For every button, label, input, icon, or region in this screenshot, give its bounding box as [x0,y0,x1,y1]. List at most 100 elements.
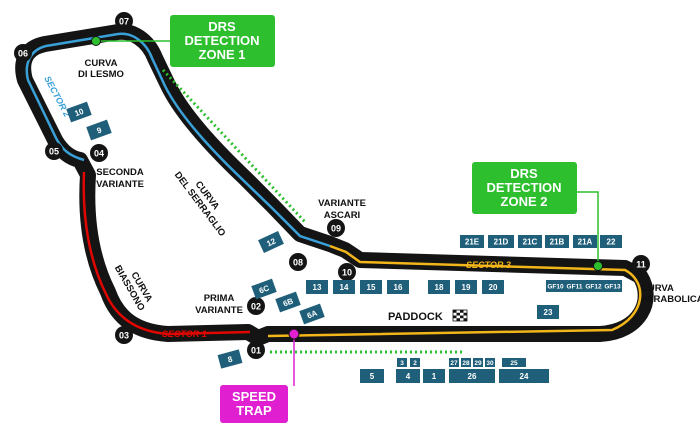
stand-6b[interactable]: 6B [275,291,301,313]
svg-text:28: 28 [462,360,470,367]
stand-5[interactable]: 5 [360,369,384,383]
svg-text:8: 8 [227,354,234,364]
corner-markers: 01 02 03 04 05 06 07 08 09 10 11 [14,12,650,359]
stand-gf13[interactable]: GF13 [603,280,622,292]
svg-text:10: 10 [342,268,352,278]
svg-text:6A: 6A [306,308,319,320]
stand-14[interactable]: 14 [333,280,355,294]
stand-24[interactable]: 24 [499,369,549,383]
svg-text:6B: 6B [282,296,295,308]
grandstands: 10 9 12 21E 21D 21C 21B 21A 22 13 14 15 … [66,101,622,383]
stand-8[interactable]: 8 [217,349,243,369]
stand-21b[interactable]: 21B [545,235,569,248]
svg-text:1: 1 [432,372,437,381]
stand-6c[interactable]: 6C [251,278,277,300]
chequered-flag-icon [452,309,468,322]
stand-gf12[interactable]: GF12 [584,280,603,292]
label-seconda-1: SECONDA [96,167,144,178]
svg-text:5: 5 [370,372,375,381]
svg-text:3: 3 [400,360,404,367]
svg-text:29: 29 [474,360,482,367]
stand-16[interactable]: 16 [387,280,409,294]
svg-text:01: 01 [251,346,261,356]
label-ascari-2: ASCARI [324,210,360,221]
corner-11: 11 [632,255,650,273]
svg-text:02: 02 [251,302,261,312]
label-parabolica-1: CURVA [641,283,674,294]
corner-06: 06 [14,44,32,62]
svg-text:SPEED: SPEED [232,389,276,404]
svg-text:GF13: GF13 [604,284,621,291]
svg-text:19: 19 [462,283,471,292]
stand-13[interactable]: 13 [306,280,328,294]
svg-text:10: 10 [73,107,85,119]
svg-text:18: 18 [435,283,444,292]
label-prima-2: VARIANTE [195,305,243,316]
label-parabolica-2: PARABOLICA [641,294,700,305]
svg-text:25: 25 [510,360,518,367]
svg-text:21A: 21A [578,238,593,247]
stand-3[interactable]: 3 [397,358,407,367]
svg-text:15: 15 [367,283,376,292]
stand-19[interactable]: 19 [455,280,477,294]
svg-text:14: 14 [340,283,349,292]
track [15,23,654,346]
sector-3-label: SECTOR 3 [466,260,511,270]
svg-text:16: 16 [394,283,403,292]
corner-09: 09 [327,219,345,237]
label-lesmo-2: DI LESMO [78,69,124,80]
stand-1[interactable]: 1 [423,369,445,383]
label-ascari-1: VARIANTE [318,198,366,209]
svg-text:24: 24 [520,372,529,381]
svg-text:21E: 21E [465,238,480,247]
svg-text:2: 2 [413,360,417,367]
stand-2[interactable]: 2 [410,358,420,367]
stand-10[interactable]: 10 [66,101,92,123]
drs2-point [593,261,603,271]
stand-12[interactable]: 12 [258,231,284,253]
stand-30[interactable]: 30 [485,358,495,367]
corner-10: 10 [338,263,356,281]
label-prima-1: PRIMA [204,293,235,304]
drs2-leader [577,191,599,265]
stand-gf11[interactable]: GF11 [565,280,584,292]
stand-23[interactable]: 23 [537,305,559,319]
stand-15[interactable]: 15 [360,280,382,294]
speed-trap-callout: SPEED TRAP [220,385,288,423]
stand-21a[interactable]: 21A [573,235,597,248]
stand-21d[interactable]: 21D [488,235,514,248]
stand-22[interactable]: 22 [600,235,622,248]
svg-text:DRS: DRS [510,166,538,181]
stand-29[interactable]: 29 [473,358,483,367]
corner-04: 04 [90,144,108,162]
corner-03: 03 [115,326,133,344]
svg-text:03: 03 [119,331,129,341]
stand-20[interactable]: 20 [482,280,504,294]
svg-text:ZONE 2: ZONE 2 [501,194,548,209]
svg-text:26: 26 [468,372,477,381]
stand-26[interactable]: 26 [449,369,495,383]
svg-text:13: 13 [313,283,322,292]
svg-text:04: 04 [94,149,104,159]
drs1-callout: DRS DETECTION ZONE 1 [170,15,275,67]
stand-6a[interactable]: 6A [299,303,325,325]
stand-gf10[interactable]: GF10 [546,280,565,292]
svg-text:06: 06 [18,49,28,59]
svg-text:09: 09 [331,224,341,234]
stand-25[interactable]: 25 [502,358,526,367]
stand-18[interactable]: 18 [428,280,450,294]
stand-28[interactable]: 28 [461,358,471,367]
drs1-zone-dotted [161,68,307,224]
svg-text:22: 22 [607,238,616,247]
corner-05: 05 [45,142,63,160]
stand-9[interactable]: 9 [86,119,112,141]
svg-text:DETECTION: DETECTION [184,33,259,48]
stand-21e[interactable]: 21E [460,235,484,248]
corner-01: 01 [247,341,265,359]
svg-text:GF12: GF12 [585,284,602,291]
svg-text:30: 30 [486,360,494,367]
stand-4[interactable]: 4 [396,369,420,383]
stand-27[interactable]: 27 [449,358,459,367]
speed-trap-point [288,328,300,340]
stand-21c[interactable]: 21C [518,235,542,248]
